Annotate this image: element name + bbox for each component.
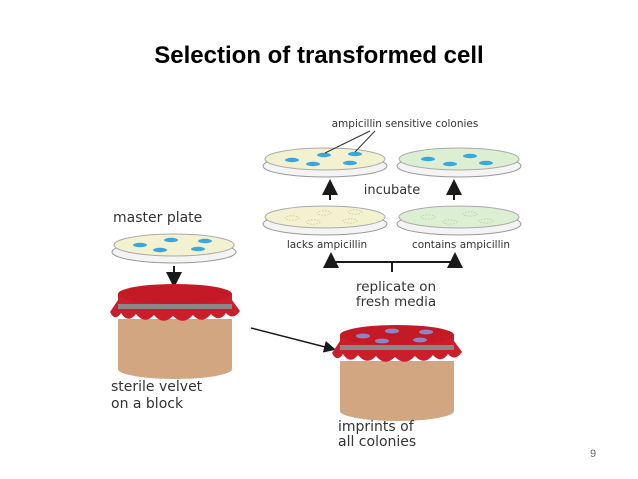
petri-dish-master (111, 233, 237, 264)
colonies (421, 153, 493, 167)
imprints-label-line1: imprints of (338, 419, 415, 435)
replicate-label-line1: replicate on (356, 279, 436, 295)
imprints-label-line2: all colonies (338, 434, 416, 450)
petri-dish-ampicillin-incubated (396, 147, 522, 178)
colonies (133, 237, 212, 253)
pointer-line (354, 130, 376, 153)
lacks-ampicillin-label: lacks ampicillin (287, 239, 367, 251)
velvet-block-imprinted (332, 325, 462, 421)
petri-dish-lacks-ampicillin (262, 205, 388, 236)
colony-imprints (356, 328, 433, 344)
replicate-label-line2: fresh media (356, 294, 436, 310)
sterile-velvet-label-line1: sterile velvet (111, 379, 203, 395)
pointer-line (324, 130, 371, 154)
master-plate-label: master plate (113, 210, 202, 226)
branch-arrows (323, 252, 463, 272)
velvet-block-sterile (110, 284, 240, 379)
contains-ampicillin-label: contains ampicillin (412, 239, 510, 251)
page-number: 9 (590, 448, 597, 460)
colonies (285, 151, 362, 167)
diagonal-arrow (250, 327, 336, 353)
sterile-velvet-label-line2: on a block (111, 396, 184, 412)
petri-dish-contains-ampicillin (396, 205, 522, 236)
ampicillin-sensitive-label: ampicillin sensitive colonies (332, 118, 479, 130)
petri-dish-plain-incubated (262, 147, 388, 178)
incubate-label: incubate (364, 183, 421, 198)
slide-title: Selection of transformed cell (154, 42, 484, 69)
